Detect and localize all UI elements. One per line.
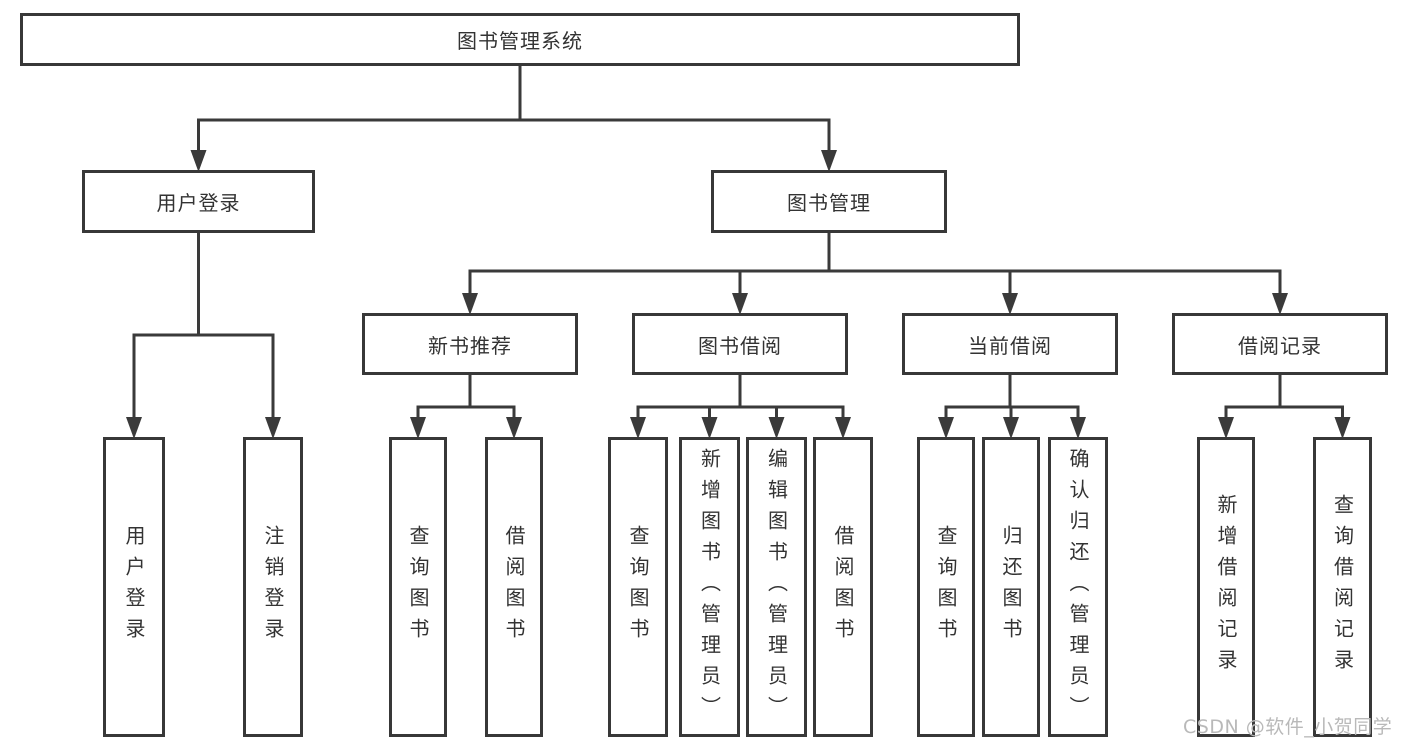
node-borrow-books-recommend: 借阅图书 (485, 437, 543, 737)
node-confirm-return-admin: 确认归还（管理员） (1048, 437, 1108, 737)
node-label-borrow-books-leaf: 借阅图书 (831, 525, 855, 649)
arrowhead-icon (265, 417, 281, 439)
arrowhead-icon (1218, 417, 1234, 439)
node-label-book-borrow: 图书借阅 (698, 333, 782, 358)
node-query-books-borrow: 查询图书 (608, 437, 668, 737)
arrowhead-icon (126, 417, 142, 439)
node-label-query-books-current: 查询图书 (934, 525, 958, 649)
node-label-borrow-records: 借阅记录 (1238, 333, 1322, 358)
node-label-new-book-recommend: 新书推荐 (428, 333, 512, 358)
node-label-current-borrow: 当前借阅 (968, 333, 1052, 358)
arrowhead-icon (821, 150, 837, 172)
node-label-query-books-recommend: 查询图书 (406, 525, 430, 649)
node-query-borrow-record: 查询借阅记录 (1313, 437, 1372, 737)
node-label-root: 图书管理系统 (457, 29, 583, 53)
arrowhead-icon (506, 417, 522, 439)
node-query-books-recommend: 查询图书 (389, 437, 447, 737)
node-new-book-recommend: 新书推荐 (362, 313, 578, 375)
arrowhead-icon (1002, 293, 1018, 315)
node-label-user-login-leaf: 用户登录 (122, 525, 146, 649)
node-label-add-borrow-record: 新增借阅记录 (1214, 494, 1238, 680)
node-label-book-management: 图书管理 (787, 191, 871, 215)
node-book-management: 图书管理 (711, 170, 947, 233)
node-book-borrow: 图书借阅 (632, 313, 848, 375)
node-query-books-current: 查询图书 (917, 437, 975, 737)
node-user-login-leaf: 用户登录 (103, 437, 165, 737)
arrowhead-icon (701, 417, 718, 439)
node-add-books-admin: 新增图书（管理员） (679, 437, 740, 737)
arrowhead-icon (938, 417, 954, 439)
arrowhead-icon (630, 417, 646, 439)
arrowhead-icon (1070, 417, 1086, 439)
node-borrow-records: 借阅记录 (1172, 313, 1388, 375)
node-current-borrow: 当前借阅 (902, 313, 1118, 375)
node-label-add-books-admin: 新增图书（管理员） (697, 447, 722, 727)
arrowhead-icon (835, 417, 851, 439)
node-root: 图书管理系统 (20, 13, 1020, 66)
node-label-user-login: 用户登录 (156, 191, 241, 215)
node-label-edit-books-admin: 编辑图书（管理员） (764, 447, 789, 727)
arrowhead-icon (410, 417, 426, 439)
node-logout-leaf: 注销登录 (243, 437, 303, 737)
node-label-confirm-return-admin: 确认归还（管理员） (1066, 447, 1090, 727)
node-label-logout-leaf: 注销登录 (261, 525, 285, 649)
arrowhead-icon (1003, 417, 1019, 439)
arrowhead-icon (1334, 417, 1351, 439)
arrowhead-icon (190, 150, 207, 172)
node-label-query-books-borrow: 查询图书 (626, 525, 650, 649)
arrowhead-icon (462, 293, 478, 315)
watermark-text: CSDN @软件_小贺同学 (1183, 716, 1393, 738)
node-label-return-books: 归还图书 (999, 525, 1023, 649)
node-borrow-books-leaf: 借阅图书 (813, 437, 873, 737)
node-label-borrow-books-recommend: 借阅图书 (502, 525, 526, 649)
node-return-books: 归还图书 (982, 437, 1040, 737)
node-edit-books-admin: 编辑图书（管理员） (746, 437, 807, 737)
node-label-query-borrow-record: 查询借阅记录 (1330, 494, 1355, 680)
node-user-login: 用户登录 (82, 170, 315, 233)
arrowhead-icon (1272, 293, 1288, 315)
node-add-borrow-record: 新增借阅记录 (1197, 437, 1255, 737)
arrowhead-icon (732, 293, 748, 315)
arrowhead-icon (768, 417, 785, 439)
